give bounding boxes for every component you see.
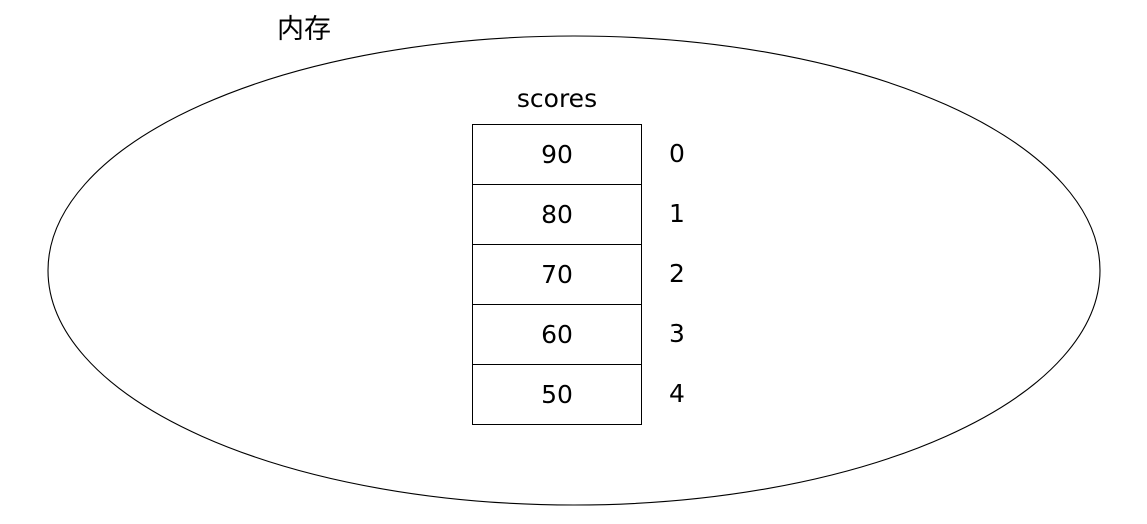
list-item: 1 [656, 184, 696, 244]
table-row: 90 [473, 125, 641, 185]
table-row: 80 [473, 185, 641, 245]
array-cell-value: 60 [541, 319, 573, 349]
table-row: 50 [473, 365, 641, 424]
array-name-label: scores [516, 84, 598, 113]
array-index-label: 3 [669, 319, 685, 348]
array-cell-value: 90 [541, 139, 573, 169]
array-cells-table: 90 80 70 60 50 [472, 124, 642, 425]
array-index-label: 2 [669, 259, 685, 288]
array-index-column: 0 1 2 3 4 [656, 124, 696, 425]
list-item: 2 [656, 244, 696, 304]
memory-region-label: 内存 [277, 14, 331, 45]
array-index-label: 0 [669, 139, 685, 168]
list-item: 3 [656, 304, 696, 364]
array-index-label: 4 [669, 378, 685, 408]
table-row: 70 [473, 245, 641, 305]
array-cell-value: 70 [541, 259, 573, 289]
array-cell-value: 80 [541, 199, 573, 229]
list-item: 4 [656, 364, 696, 423]
array-cell-value: 50 [541, 379, 573, 409]
table-row: 60 [473, 305, 641, 365]
list-item: 0 [656, 124, 696, 184]
array-index-label: 1 [669, 199, 685, 228]
